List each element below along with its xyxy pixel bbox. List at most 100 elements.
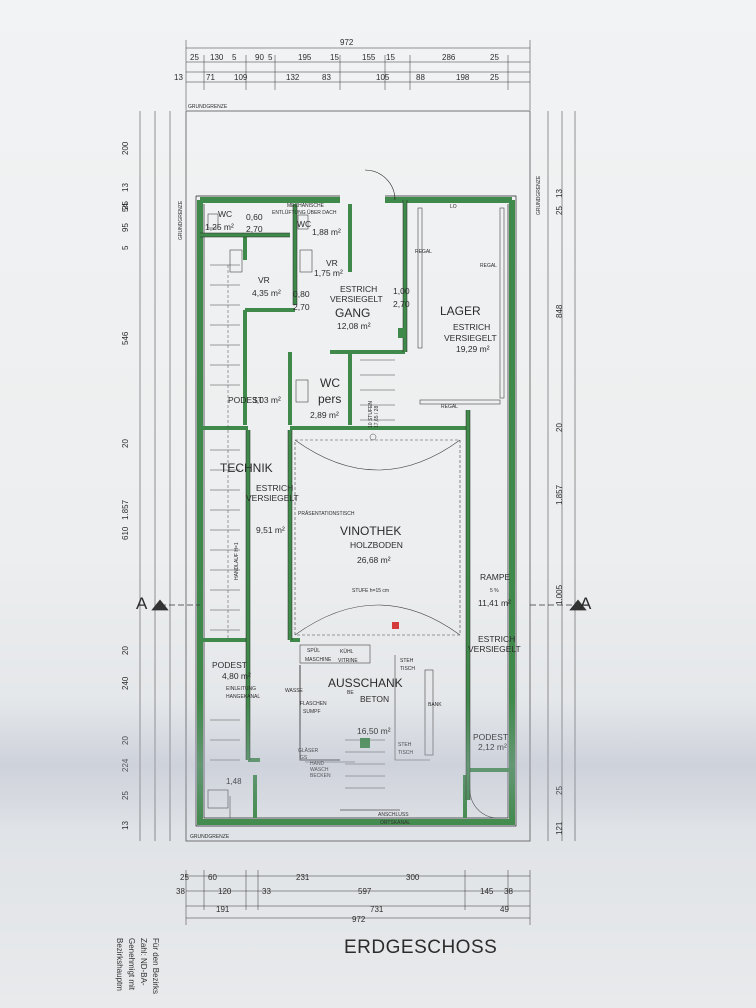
dim-left-1: 54 [121,203,130,212]
label-vitrine: VITRINE [338,658,358,664]
dim-top-r3-2: 109 [234,73,248,82]
dim-left-15: 13 [121,821,130,830]
room-technik: TECHNIK ESTRICH VERSIEGELT 9,51 m² [220,461,299,535]
label-stufen-1: 10 STUFEN [368,401,374,428]
label-lo: LO [450,204,457,210]
room-wc-pers: WC pers 2,89 m² [310,376,341,420]
stamp-line-1: Bezirkshauptm [115,938,124,991]
stamp-line-4: Für den Bezirks [151,938,160,995]
fixtures [207,169,505,819]
dim-left-2: 25 [121,201,130,210]
dim-top-r3-7: 198 [456,73,470,82]
svg-text:2,12 m²: 2,12 m² [478,742,507,752]
dim-top-r1-2: 5 [232,53,237,62]
dim-top-r3-3: 132 [286,73,300,82]
svg-text:VERSIEGELT: VERSIEGELT [444,333,497,343]
label-tisch-1: TISCH [400,666,415,672]
dim-top-r3-6: 88 [416,73,425,82]
svg-text:26,68 m²: 26,68 m² [357,555,391,565]
dim-right-4: 1.857 [555,484,564,505]
dim-top-r1-8: 15 [386,53,395,62]
stairs-left [210,264,240,761]
label-grundgrenze-left: GRUNDGRENZE [178,200,184,240]
room-wc-2: WC 1,88 m² [297,219,341,237]
svg-text:GANG: GANG [335,306,370,320]
svg-text:11,41 m²: 11,41 m² [478,598,511,608]
dim-left-8: 1.857 [121,499,130,520]
room-wc-1: WC 1,25 m² 0,60 2,70 [205,209,263,234]
label-praesentationstisch: PRÄSENTATIONSTISCH [298,510,355,517]
label-spuel: SPÜL [307,647,320,654]
label-grundgrenze-bottom: GRUNDGRENZE [190,834,230,840]
label-kuehl: KÜHL [340,648,354,655]
dim-right-3: 20 [555,423,564,432]
dim-right-2: 848 [555,304,564,318]
dim-bottom-r2-3: 597 [358,887,372,896]
dim-top-r1-6: 15 [330,53,339,62]
svg-text:pers: pers [318,392,341,406]
dim-top-r1-10: 25 [490,53,499,62]
dim-right-5: 1.005 [555,584,564,605]
interior-walls [200,200,510,818]
label-stufe: STUFE h=15 cm [352,588,389,594]
svg-text:VERSIEGELT: VERSIEGELT [330,294,383,304]
dim-left-0: 200 [121,141,130,155]
svg-text:3,03 m²: 3,03 m² [252,395,281,405]
label-regal-1: REGAL [415,249,432,255]
dim-left-11: 240 [121,676,130,690]
svg-text:AUSSCHANK: AUSSCHANK [328,676,403,690]
label-ortskanal: ORTSKANAL [380,820,410,826]
dim-left-10: 20 [121,646,130,655]
label-grundgrenze-right: GRUNDGRENZE [536,175,542,215]
dim-top-r3-8: 25 [490,73,499,82]
svg-text:2,89 m²: 2,89 m² [310,410,339,420]
dim-bottom-r2-5: 38 [504,887,513,896]
dim-bottom-r3-0: 191 [216,905,230,914]
svg-text:RAMPE: RAMPE [480,572,511,582]
svg-text:HOLZBODEN: HOLZBODEN [350,540,403,550]
dim-top-r3-0: 13 [174,73,183,82]
svg-text:16,50 m²: 16,50 m² [357,726,391,736]
label-grundgrenze-top: GRUNDGRENZE [188,104,228,110]
stamp-line-2: Genehmigt mit [127,938,136,991]
dim-top-r1-9: 286 [442,53,456,62]
dim-top-r1-4: 5 [268,53,273,62]
dim-top-r3-5: 105 [376,73,390,82]
dim-top-r1-3: 90 [255,53,264,62]
dim-bottom-r2-4: 145 [480,887,494,896]
height-148: 1,48 [226,777,242,786]
svg-text:5 %: 5 % [490,588,499,594]
label-entlueftung: ENTLÜFTUNG ÜBER DACH [272,209,337,216]
dim-bottom-r2-1: 120 [218,887,232,896]
dims-right-lines [547,111,576,841]
dim-bottom-r1-2: 231 [296,873,310,882]
svg-text:19,29 m²: 19,29 m² [456,344,490,354]
dim-right-6: 25 [555,786,564,795]
svg-text:ESTRICH: ESTRICH [453,322,490,332]
label-hangekanal: HANGEKANAL [226,694,260,700]
dim-top-r3-1: 71 [206,73,215,82]
section-marker-left: A [136,594,148,613]
label-bank: BANK [428,702,442,708]
svg-text:WC: WC [320,376,340,390]
label-gs: GS [300,755,308,761]
svg-text:9,51 m²: 9,51 m² [256,525,285,535]
svg-text:2,70: 2,70 [293,302,310,312]
svg-text:1,25 m²: 1,25 m² [205,222,234,232]
svg-text:VINOTHEK: VINOTHEK [340,524,401,538]
dim-right-7: 121 [555,821,564,835]
dim-left-9: 610 [121,526,130,540]
svg-text:WC: WC [297,219,311,229]
label-regal-3: REGAL [441,404,458,410]
dim-left-4: 95 [121,223,130,232]
svg-text:1,88 m²: 1,88 m² [312,227,341,237]
approval-stamp: Bezirkshauptm Genehmigt mit Zahl: ND-BA-… [112,938,160,1008]
dim-left-7: 20 [121,439,130,448]
dim-top-r1-0: 25 [190,53,199,62]
dim-bottom-r2-2: 33 [262,887,271,896]
dim-top-r3-4: 83 [322,73,331,82]
label-stufen-2: 17,65 / 28 [374,406,380,428]
